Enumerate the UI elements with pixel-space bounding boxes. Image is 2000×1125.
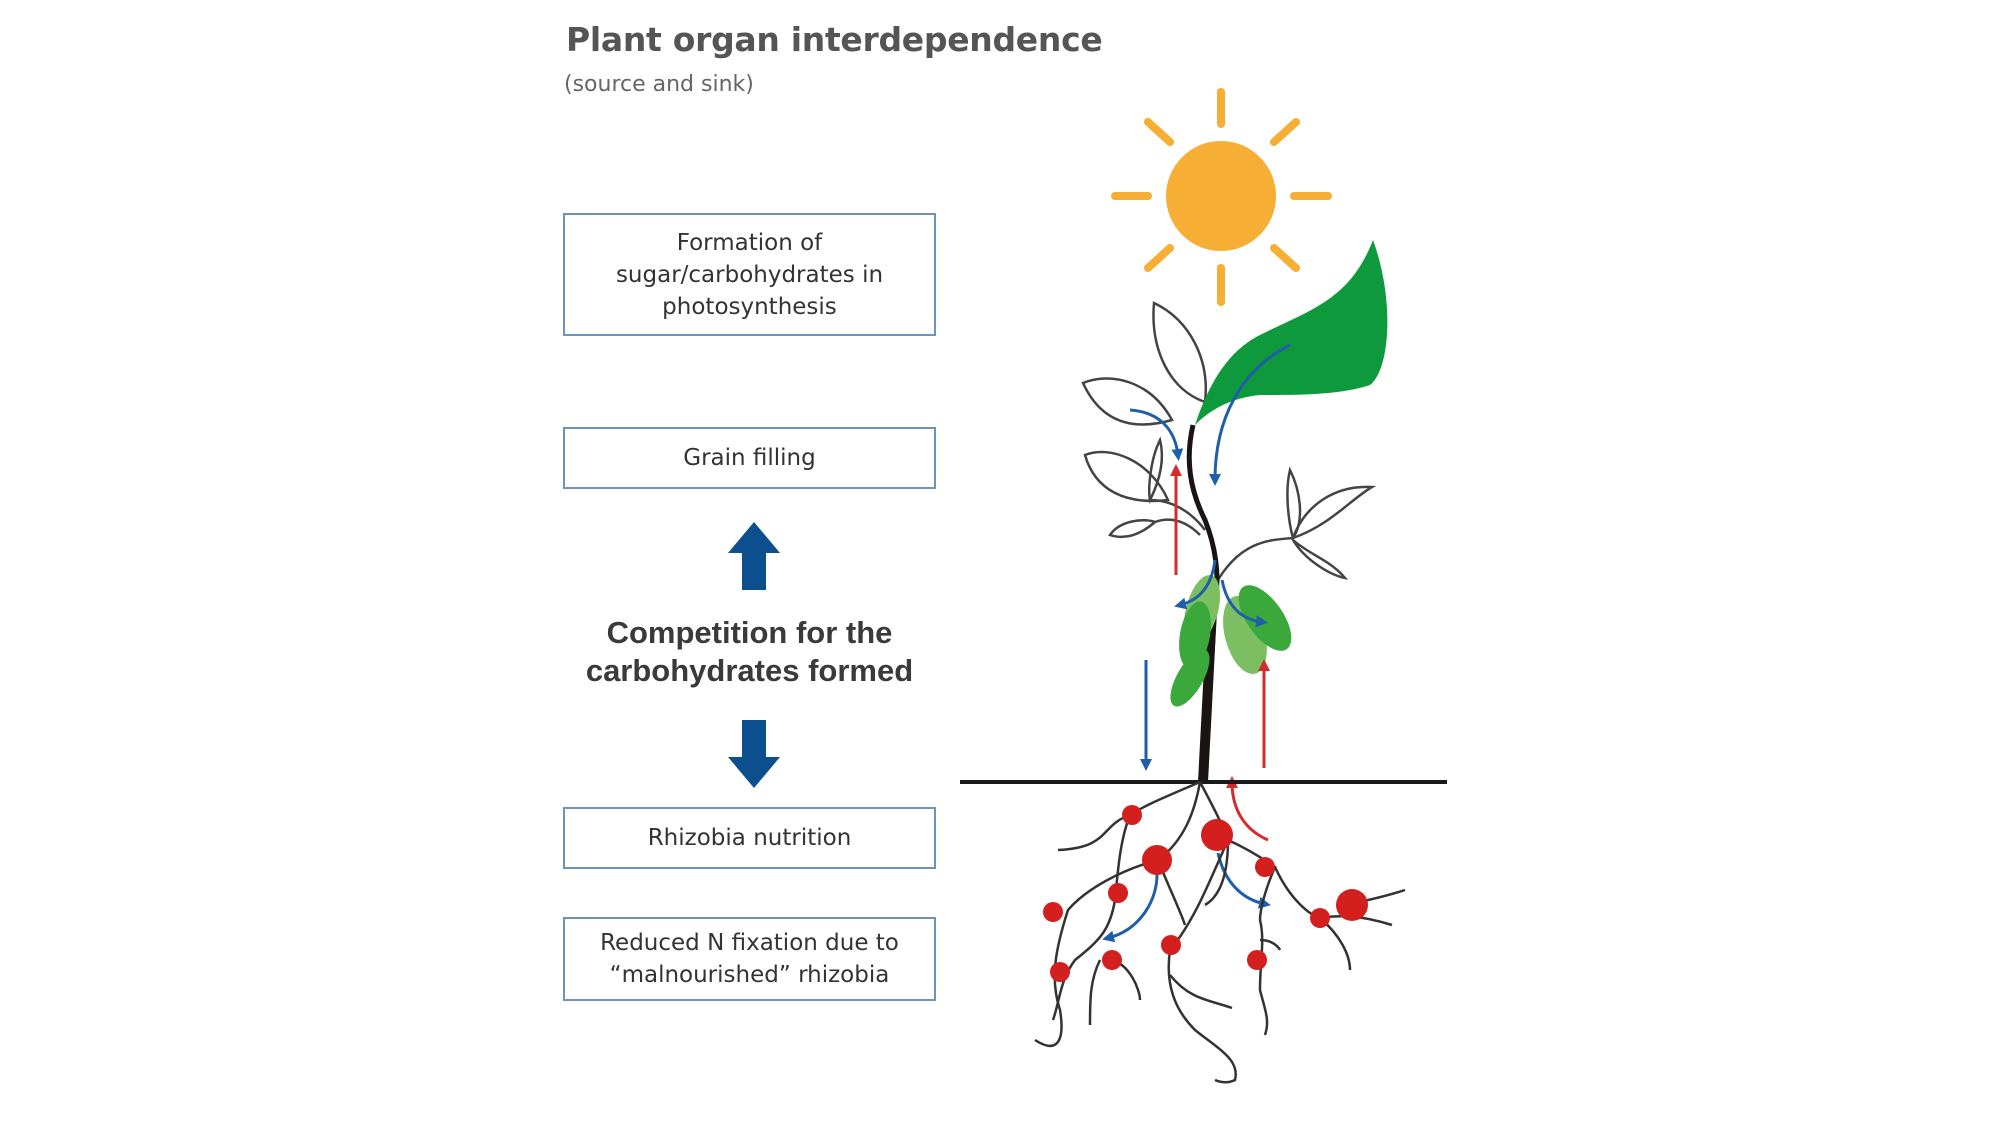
- diagram-subtitle: (source and sink): [564, 72, 754, 97]
- competition-line: carbohydrates formed: [585, 653, 914, 688]
- nitrogen-flow-arrows: [1170, 464, 1270, 842]
- box-reduced-n-fixation-line: Reduced N fixation due to: [600, 930, 899, 956]
- arrow-down-icon: [728, 720, 780, 788]
- box-rhizobia-nutrition-label: Rhizobia nutrition: [647, 825, 852, 851]
- sun-icon: [1111, 88, 1332, 306]
- box-grain-filling: Grain filling: [563, 427, 936, 489]
- box-photosynthesis: Formation of sugar/carbohydrates in phot…: [563, 213, 936, 336]
- box-photosynthesis-line: Formation of: [676, 229, 823, 256]
- carbohydrate-flow-arrows: [1102, 343, 1291, 943]
- box-photosynthesis-line: photosynthesis: [662, 293, 837, 320]
- diagram-title: Plant organ interdependence: [566, 20, 1103, 59]
- competition-label: Competition for the carbohydrates formed: [563, 614, 936, 690]
- arrow-up-icon: [728, 522, 780, 590]
- box-photosynthesis-line: sugar/carbohydrates in: [615, 261, 884, 288]
- box-grain-filling-label: Grain filling: [683, 445, 816, 471]
- rhizobia-nodules: [1043, 805, 1368, 982]
- box-reduced-n-fixation-line: “malnourished” rhizobia: [609, 962, 890, 988]
- lower-green-leaves: [1170, 574, 1292, 707]
- competition-line: Competition for the: [606, 615, 893, 650]
- box-reduced-n-fixation: Reduced N fixation due to “malnourished”…: [563, 917, 936, 1001]
- box-rhizobia-nutrition: Rhizobia nutrition: [563, 807, 936, 869]
- green-leaf: [1195, 240, 1388, 425]
